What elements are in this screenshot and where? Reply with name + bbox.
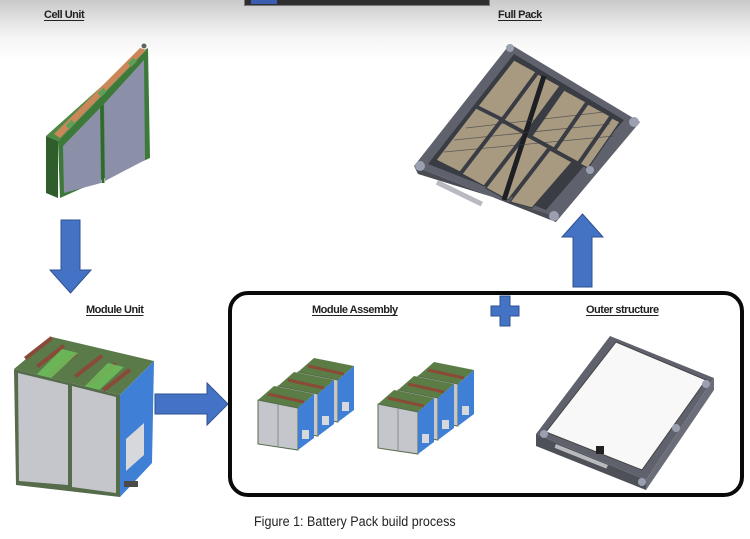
label-module-unit: Module Unit [86, 304, 144, 316]
cell-unit-image [46, 43, 150, 198]
full-pack-image [414, 44, 640, 222]
figure-caption: Figure 1: Battery Pack build process [254, 514, 456, 529]
label-full-pack: Full Pack [498, 9, 542, 21]
assembly-group-box [228, 291, 744, 497]
title-bar-icon [251, 0, 277, 4]
window-title-bar [244, 0, 490, 6]
module-group-left [256, 356, 356, 452]
label-outer-structure: Outer structure [586, 304, 659, 316]
label-module-assembly: Module Assembly [312, 304, 398, 316]
arrow-down-icon [48, 219, 93, 294]
arrow-up-icon [560, 213, 605, 288]
module-assembly-image [256, 356, 476, 456]
arrow-right-icon [154, 381, 229, 427]
outer-structure-image [536, 336, 714, 490]
module-unit-image [14, 336, 154, 497]
plus-icon [490, 295, 520, 327]
module-group-right [376, 360, 476, 456]
label-cell-unit: Cell Unit [44, 9, 85, 21]
